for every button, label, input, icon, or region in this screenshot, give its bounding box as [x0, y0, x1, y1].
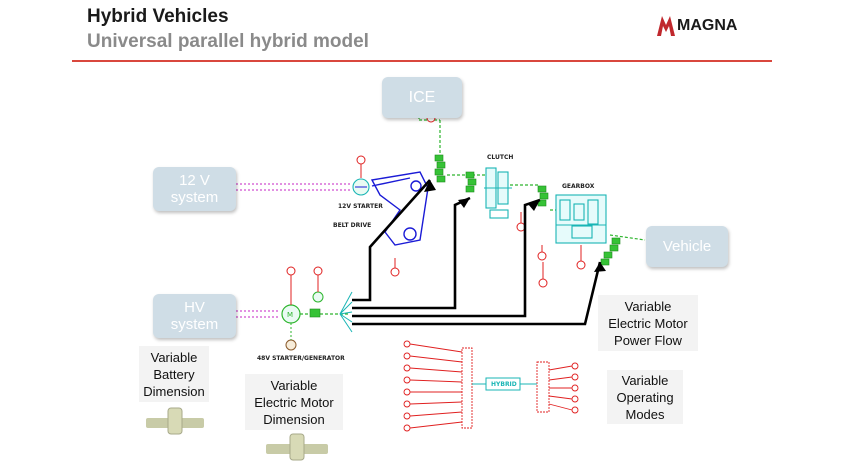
- power-flow-arrowheads: [424, 180, 606, 272]
- belt-drive-label: BELT DRIVE: [333, 222, 372, 229]
- motor-power-flow-note: Variable Electric Motor Power Flow: [598, 295, 698, 351]
- slide-title: Hybrid Vehicles: [87, 6, 229, 27]
- gearbox-component: [555, 194, 607, 244]
- motor-dimension-note: Variable Electric Motor Dimension: [245, 374, 343, 430]
- motor-dimension-slider[interactable]: [266, 432, 330, 462]
- battery-hv-node: HV system: [153, 294, 236, 338]
- operating-modes-logic: [403, 340, 579, 432]
- starter-12v-label: 12V STARTER: [338, 203, 383, 210]
- title-divider: [72, 60, 772, 62]
- hybrid-label: HYBRID: [491, 381, 517, 388]
- magna-logo-icon: [657, 16, 675, 36]
- magna-logo: MAGNA: [657, 14, 757, 38]
- clutch-component: [484, 167, 512, 219]
- starter-12v-motor: [352, 178, 370, 196]
- connector-blocks: [309, 154, 621, 318]
- vehicle-node: Vehicle: [646, 226, 728, 267]
- hybrid-controller: [472, 377, 537, 391]
- gearbox-label: GEARBOX: [562, 183, 595, 190]
- battery-12v-node: 12 V system: [153, 167, 236, 211]
- electrical-connections: [236, 183, 350, 318]
- belt-drive-component: [370, 171, 429, 246]
- slide-subtitle: Universal parallel hybrid model: [87, 31, 369, 52]
- logo-wordmark: MAGNA: [677, 17, 738, 34]
- ice-node: ICE: [382, 77, 462, 118]
- starter-generator-48v: M: [281, 291, 324, 351]
- svg-text:M: M: [287, 311, 293, 319]
- starter-generator-48v-label: 48V STARTER/GENERATOR: [257, 355, 345, 362]
- sensor-probes: [286, 113, 586, 305]
- battery-dimension-note: Variable Battery Dimension: [139, 346, 209, 402]
- battery-dimension-slider[interactable]: [146, 406, 206, 436]
- hv-connector-fan: [339, 291, 353, 333]
- operating-modes-note: Variable Operating Modes: [607, 370, 683, 424]
- clutch-label: CLUTCH: [487, 154, 514, 161]
